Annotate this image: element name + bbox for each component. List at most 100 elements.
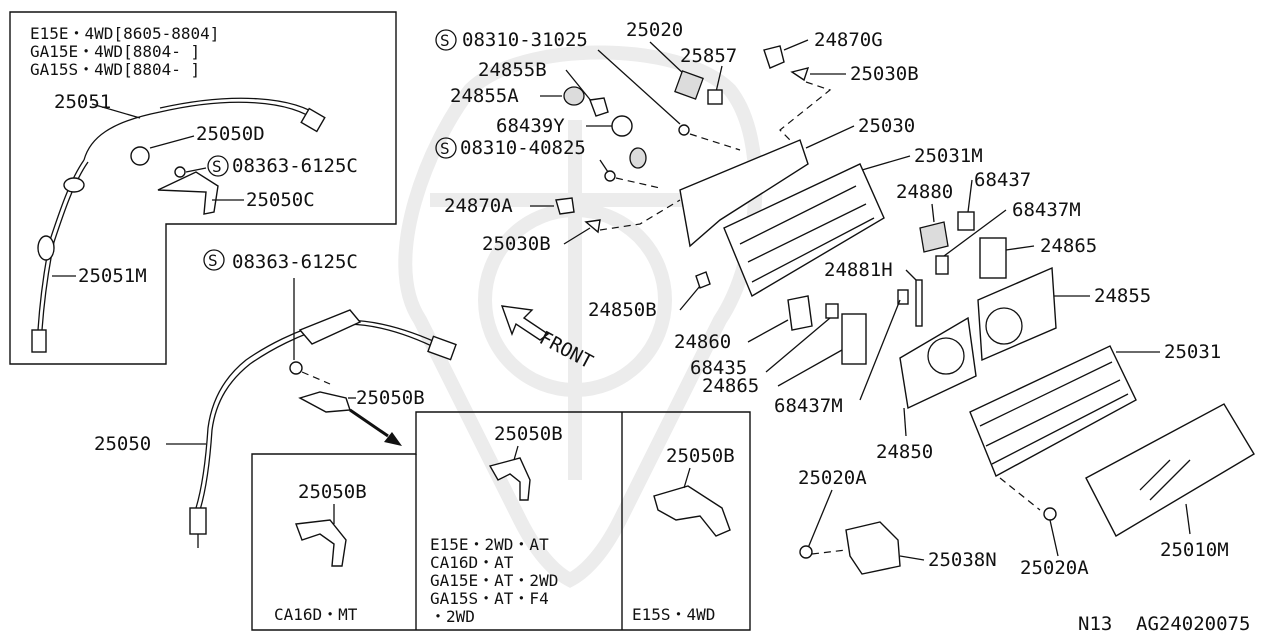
part-24860 [787,295,813,331]
clamp-variant-at [488,457,531,501]
speedometer-cable-main [199,323,441,511]
part-24880 [919,221,949,253]
label-25857: 25857 [680,45,737,67]
label-24850: 24850 [876,441,933,463]
part-24881H [915,279,923,327]
label-25051: 25051 [54,91,111,113]
cable-grommet-lower [37,235,55,261]
bulb-24870A [555,197,575,215]
label-25050: 25050 [94,433,151,455]
cable-trans-end [189,507,207,535]
label-24881H: 24881H [824,259,893,281]
socket-25030B-top [790,67,810,82]
label-25031M: 25031M [914,145,983,167]
label-68439Y: 68439Y [496,115,565,137]
label-24855: 24855 [1094,285,1151,307]
clamp-variants-table: 25050B CA16D・MT 25050B E15E・2WD・AT CA16D… [251,411,751,631]
label-24865-left: 24865 [702,375,759,397]
cable-end-fitting [300,107,326,133]
label-24860: 24860 [674,331,731,353]
label-25030B-left: 25030B [482,233,551,255]
variant-3-spec: E15S・4WD [632,605,715,624]
svg-text:S: S [440,31,450,50]
glass-25010M [1085,403,1255,537]
screw-08310-31025 [678,124,690,136]
label-25020: 25020 [626,19,683,41]
screw-symbol-icon [435,29,457,51]
part-24855A [563,86,585,106]
variant-1-part: 25050B [298,481,367,503]
clamp-25050B-main [298,391,351,413]
clamp-25050D [130,146,150,166]
meter-rear-parts: S 08310-31025 25020 25857 24870G 25030B … [435,19,919,255]
meter-housing: 25031M 24850B [588,145,983,321]
bolt-inset [174,166,186,178]
meter-front-parts: 25031 25010M 25020A 25020A 25038N [798,341,1255,579]
label-24855A: 24855A [450,85,519,107]
label-25030: 25030 [858,115,915,137]
arrow-down-right-icon [384,432,402,446]
footer-section-code: N13 [1078,613,1112,635]
screw-25020A-right [1043,507,1057,521]
label-24850B: 24850B [588,299,657,321]
variant-2-spec-5: ・2WD [430,607,475,626]
bulb-68439Y [611,115,633,137]
label-68437: 68437 [974,169,1031,191]
bulb-24870G [763,45,785,69]
label-68437M-bottom: 68437M [774,395,843,417]
part-68437 [957,211,975,231]
label-08363-main: 08363-6125C [232,251,358,273]
housing-25031M [723,163,885,298]
label-front: FRONT [536,327,597,373]
label-25031: 25031 [1164,341,1221,363]
label-25010M: 25010M [1160,539,1229,561]
meter-mid-parts: 24880 68437 68437M 24865 24881H 24860 68… [674,169,1151,463]
mask-25031 [969,345,1137,477]
part-24855B [589,97,609,117]
label-24880: 24880 [896,181,953,203]
inset-model-line-1: E15E・4WD[8605-8804] [30,24,219,43]
cable-grommet [63,177,85,193]
inset-model-line-3: GA15S・4WD[8804- ] [30,60,200,79]
part-small-bulb [897,289,909,305]
lens-24865-right [979,237,1007,279]
label-68437M-top: 68437M [1012,199,1081,221]
screw-symbol-icon [435,137,457,159]
label-24865-right: 24865 [1040,235,1097,257]
svg-text:S: S [440,139,450,158]
main-cable-assembly: S 08363-6125C 25050B 25050 [94,249,457,548]
label-25050D: 25050D [196,123,265,145]
variant-2-spec-2: CA16D・AT [430,553,514,572]
label-68435: 68435 [690,357,747,379]
footer-illustration-id: AG24020075 [1136,613,1250,635]
part-24850B [695,271,711,289]
svg-text:S: S [208,251,218,270]
screw-symbol-icon [207,155,229,177]
variant-3-part: 25050B [666,445,735,467]
part-25020 [674,70,704,100]
part-25857 [707,89,723,105]
clamp-variant-mt [295,519,347,567]
connector-25038N [845,521,901,575]
dial-plate-24850 [899,316,977,410]
label-24855B: 24855B [478,59,547,81]
front-arrow-icon [500,305,550,341]
cable-meter-end [427,335,457,361]
label-08363-inset: 08363-6125C [232,155,358,177]
label-25020A-top: 25020A [798,467,867,489]
variant-2-spec-3: GA15E・AT・2WD [430,571,558,590]
screw-25020A-left [799,545,813,559]
part-68437M-top [935,255,949,275]
screw-symbol-icon [203,249,225,271]
watermark [398,45,763,588]
label-25020A-bottom: 25020A [1020,557,1089,579]
variant-2-part: 25050B [494,423,563,445]
cable-bracket-upper [298,309,362,345]
label-25038N: 25038N [928,549,997,571]
label-24870G: 24870G [814,29,883,51]
variant-1-spec: CA16D・MT [274,605,358,624]
lens-24865-left [841,313,867,365]
speedometer-cable-upper [83,101,319,161]
variant-2-spec-4: GA15S・AT・F4 [430,589,549,608]
inset-model-line-2: GA15E・4WD[8804- ] [30,42,200,61]
